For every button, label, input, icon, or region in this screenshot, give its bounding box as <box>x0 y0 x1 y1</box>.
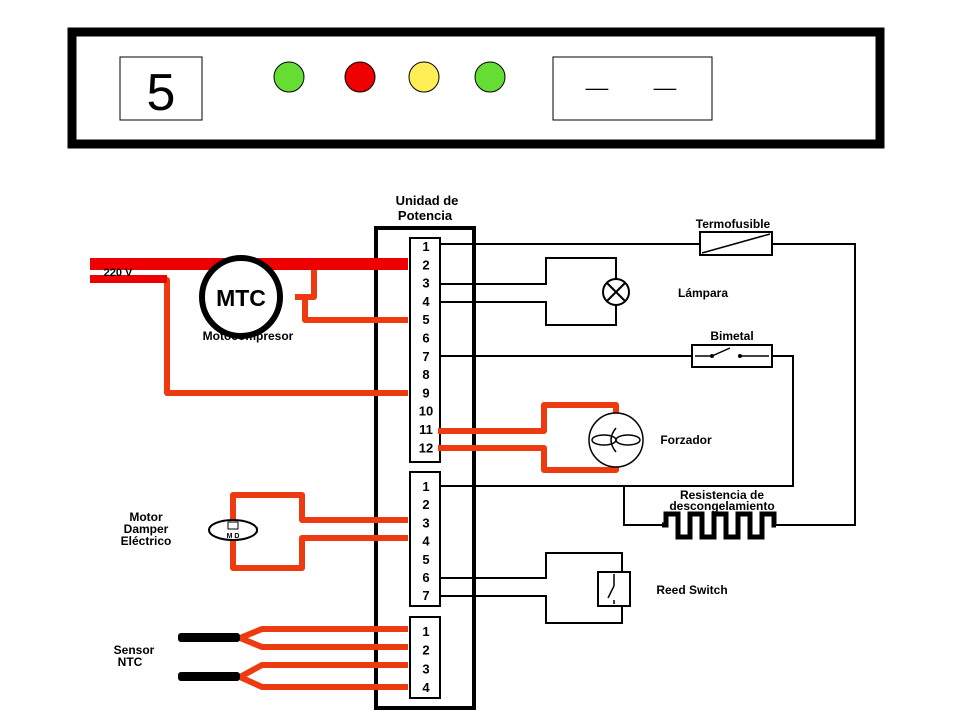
wire-lampara-a <box>440 257 617 285</box>
terminal-2-5: 5 <box>422 552 429 567</box>
ntc-probe-2-icon <box>178 672 240 681</box>
terminal-1-6: 6 <box>422 331 429 346</box>
terminal-1-5: 5 <box>422 312 429 327</box>
wire-ntc2-b <box>238 674 408 690</box>
lampara-label: Lámpara <box>678 286 728 300</box>
led-indicator-2 <box>344 61 376 93</box>
terminal-1-9: 9 <box>422 385 429 400</box>
motor-damper-label-2: Damper <box>124 522 169 536</box>
mtc-label: MTC <box>216 285 266 311</box>
digit-display <box>119 56 203 121</box>
heater-coil-icon <box>662 511 777 540</box>
motor-damper-label-1: Motor <box>129 510 163 524</box>
termofusible-element <box>701 233 771 254</box>
md-label: M D <box>227 533 240 540</box>
black-wiring <box>440 243 856 624</box>
wire-ntc2-a <box>238 662 408 680</box>
control-panel: 5 __ __ <box>67 27 885 149</box>
bimetal: Bimetal <box>691 329 773 368</box>
reed-switch: Reed Switch <box>597 571 728 607</box>
resistencia-descongelamiento: Resistencia de descongelamiento <box>662 488 777 540</box>
bimetal-switch-icon <box>711 347 731 357</box>
lampara: Lámpara <box>602 278 728 306</box>
terminal-2-6: 6 <box>422 570 429 585</box>
panel-frame <box>67 27 885 149</box>
terminal-1-10: 10 <box>419 404 433 419</box>
led-indicator-1 <box>273 61 305 93</box>
terminal-1-3: 3 <box>422 276 429 291</box>
wire-ntc1-a <box>238 626 408 641</box>
power-unit-title-2: Potencia <box>398 208 453 223</box>
motor-damper: M D Motor Damper Eléctrico <box>121 510 258 548</box>
bimetal-label: Bimetal <box>710 329 753 343</box>
termofusible-label: Termofusible <box>696 217 771 231</box>
led-indicator-4 <box>474 61 506 93</box>
terminal-2-2: 2 <box>422 497 429 512</box>
reed-contact-icon <box>607 585 615 599</box>
terminal-2-1: 1 <box>422 479 429 494</box>
wire-220v-bar-2 <box>90 275 167 283</box>
terminal-1-11: 11 <box>419 422 433 437</box>
voltage-label: 220 V <box>104 267 133 279</box>
red-wiring <box>90 261 619 690</box>
wire-lampara-b <box>440 301 617 326</box>
wire-mtc-b <box>295 294 408 323</box>
terminal-1-2: 2 <box>422 257 429 272</box>
terminal-1-1: 1 <box>422 239 429 254</box>
damper-motor-icon <box>208 519 258 541</box>
forzador: Forzador <box>588 412 712 468</box>
sensor-label-1: Sensor <box>114 643 155 657</box>
terminal-3-4: 4 <box>422 680 430 695</box>
resistencia-label-1: Resistencia de <box>680 488 764 502</box>
terminal-block-1 <box>409 237 441 463</box>
dash-segment-2: __ <box>653 69 677 91</box>
terminal-1-7: 7 <box>422 349 429 364</box>
wire-ntc1-b <box>238 635 408 650</box>
ntc-probe-1-icon <box>178 633 240 642</box>
wire-reed-b <box>440 595 623 624</box>
wire-termofusible-b <box>772 243 856 526</box>
digit-value: 5 <box>147 64 176 122</box>
wire-reed-a <box>440 552 623 579</box>
terminal-2-4: 4 <box>422 534 430 549</box>
bimetal-box <box>691 344 773 368</box>
terminal-1-8: 8 <box>422 367 429 382</box>
forzador-label: Forzador <box>660 433 712 447</box>
terminal-1-4: 4 <box>422 294 430 309</box>
led-indicator-3 <box>408 61 440 93</box>
dash-segment-1: __ <box>585 69 609 91</box>
dash-display <box>552 56 713 121</box>
resistencia-label-2: descongelamiento <box>669 499 774 513</box>
motor-damper-label-3: Eléctrico <box>121 534 172 548</box>
sensor-label-2: NTC <box>118 655 143 669</box>
power-unit-title-1: Unidad de <box>396 193 459 208</box>
reed-switch-label: Reed Switch <box>656 583 727 597</box>
termofusible: Termofusible <box>696 217 773 256</box>
wire-bimetal-b <box>623 355 794 526</box>
motocompresor: MTC Motocompresor <box>199 255 294 343</box>
terminal-3-2: 2 <box>422 643 429 658</box>
mtc-circle <box>199 255 283 339</box>
motocompresor-label: Motocompresor <box>203 329 294 343</box>
sensor-ntc: Sensor NTC <box>114 633 240 681</box>
terminal-2-7: 7 <box>422 588 429 603</box>
terminal-1-12: 12 <box>419 440 433 455</box>
terminal-3-3: 3 <box>422 661 429 676</box>
terminal-2-3: 3 <box>422 515 429 530</box>
terminal-3-1: 1 <box>422 624 429 639</box>
terminal-block-3 <box>409 616 441 699</box>
terminal-block-2 <box>409 471 441 607</box>
